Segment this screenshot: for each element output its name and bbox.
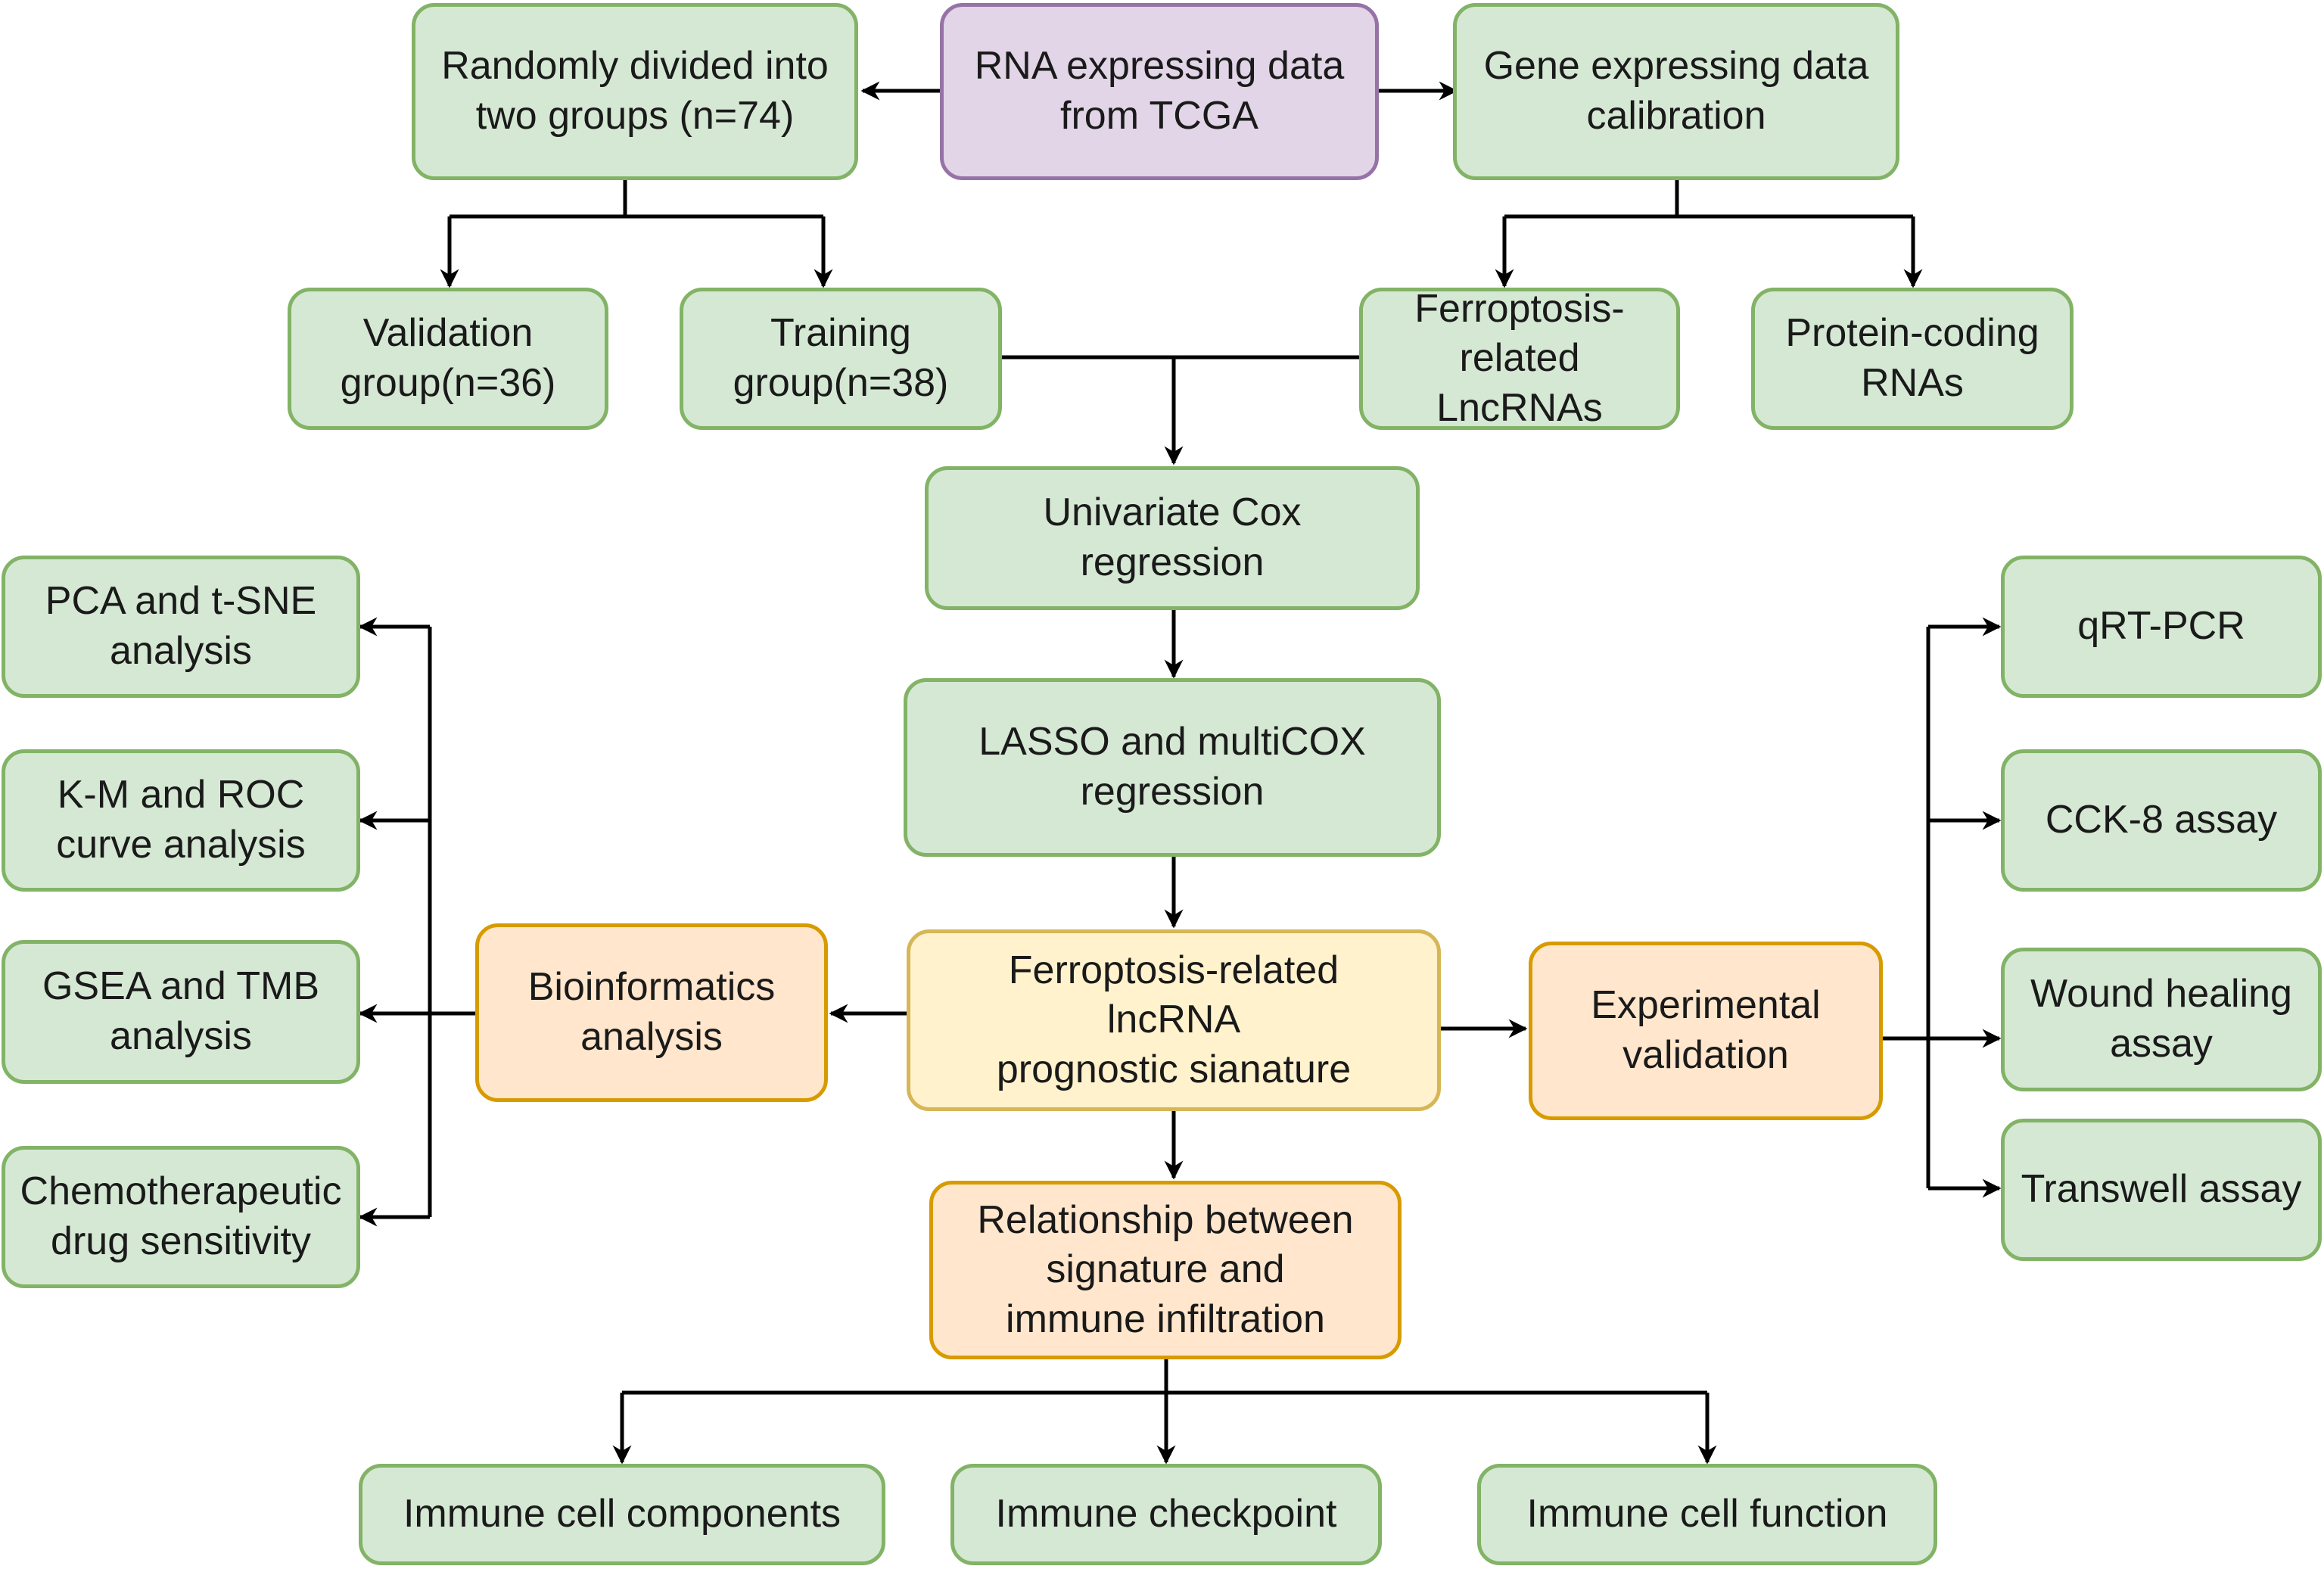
- rna-data-label: RNA expressing data from TCGA: [974, 44, 1345, 138]
- transwell-label: Transwell assay: [2021, 1167, 2302, 1212]
- training-group-node: Training group(n=38): [680, 288, 1002, 430]
- lasso-multicox-label: LASSO and multiCOX regression: [978, 720, 1366, 814]
- training-group-label: Training group(n=38): [733, 311, 949, 405]
- protein-coding-node: Protein-coding RNAs: [1751, 288, 2074, 430]
- ferroptosis-lncrnas-node: Ferroptosis- related LncRNAs: [1359, 287, 1680, 430]
- wound-node: Wound healing assay: [2001, 948, 2322, 1091]
- protein-coding-label: Protein-coding RNAs: [1785, 311, 2039, 405]
- validation-group-label: Validation group(n=36): [340, 311, 556, 405]
- gsea-tmb-node: GSEA and TMB analysis: [2, 940, 360, 1084]
- cck8-node: CCK-8 assay: [2001, 749, 2322, 892]
- pca-tsne-node: PCA and t-SNE analysis: [2, 556, 360, 698]
- immune-components-node: Immune cell components: [359, 1464, 885, 1565]
- random-groups-label: Randomly divided into two groups (n=74): [441, 44, 829, 138]
- signature-node: Ferroptosis-related lncRNA prognostic si…: [907, 929, 1441, 1111]
- validation-group-node: Validation group(n=36): [288, 288, 608, 430]
- bioinformatics-node: Bioinformatics analysis: [475, 923, 828, 1102]
- bioinformatics-label: Bioinformatics analysis: [527, 965, 776, 1059]
- gene-calibration-node: Gene expressing data calibration: [1453, 3, 1899, 180]
- gsea-tmb-label: GSEA and TMB analysis: [42, 964, 320, 1058]
- rna-data-node: RNA expressing data from TCGA: [940, 3, 1379, 180]
- immune-relationship-node: Relationship between signature and immun…: [929, 1181, 1402, 1359]
- km-roc-label: K-M and ROC curve analysis: [56, 773, 306, 867]
- immune-checkpoint-node: Immune checkpoint: [950, 1464, 1382, 1565]
- chemo-node: Chemotherapeutic drug sensitivity: [2, 1146, 360, 1288]
- immune-function-label: Immune cell function: [1526, 1492, 1888, 1536]
- lasso-multicox-node: LASSO and multiCOX regression: [904, 678, 1441, 857]
- gene-calibration-label: Gene expressing data calibration: [1483, 44, 1869, 138]
- signature-label: Ferroptosis-related lncRNA prognostic si…: [996, 948, 1352, 1091]
- cck8-label: CCK-8 assay: [2045, 798, 2278, 842]
- immune-checkpoint-label: Immune checkpoint: [995, 1492, 1337, 1536]
- random-groups-node: Randomly divided into two groups (n=74): [412, 3, 858, 180]
- qrt-pcr-label: qRT-PCR: [2077, 604, 2245, 649]
- chemo-label: Chemotherapeutic drug sensitivity: [20, 1169, 342, 1263]
- transwell-node: Transwell assay: [2001, 1119, 2322, 1261]
- univariate-cox-label: Univariate Cox regression: [1043, 490, 1302, 584]
- pca-tsne-label: PCA and t-SNE analysis: [45, 579, 317, 673]
- immune-components-label: Immune cell components: [403, 1492, 842, 1536]
- experimental-node: Experimental validation: [1529, 942, 1883, 1120]
- km-roc-node: K-M and ROC curve analysis: [2, 749, 360, 892]
- immune-relationship-label: Relationship between signature and immun…: [977, 1197, 1354, 1341]
- experimental-label: Experimental validation: [1591, 983, 1821, 1077]
- ferroptosis-lncrnas-label: Ferroptosis- related LncRNAs: [1414, 286, 1625, 430]
- univariate-cox-node: Univariate Cox regression: [925, 466, 1420, 610]
- immune-function-node: Immune cell function: [1477, 1464, 1937, 1565]
- wound-label: Wound healing assay: [2030, 972, 2292, 1066]
- qrt-pcr-node: qRT-PCR: [2001, 556, 2322, 698]
